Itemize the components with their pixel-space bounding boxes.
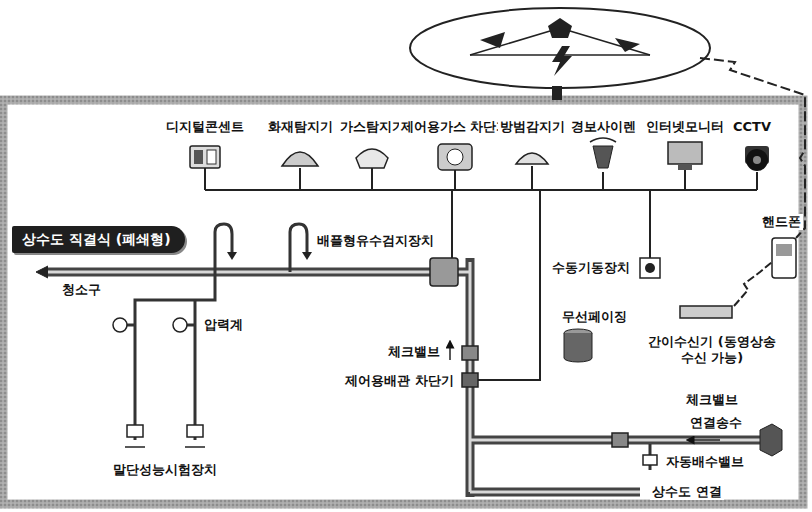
part-label: 체크밸브 [684, 392, 740, 408]
wireless-link [734, 262, 772, 306]
part-label: 자동배수밸브 [664, 454, 746, 470]
part-label: 무선페이징 [560, 309, 629, 325]
device-label: 디지털콘센트 [164, 119, 246, 135]
device-icons [190, 138, 769, 171]
wireless-link [700, 58, 805, 238]
housing-frame [3, 100, 803, 504]
device-label: 화재탐지기 [266, 119, 335, 135]
device-label: CCTV [731, 119, 773, 135]
device-label: 인터넷모니터 [644, 119, 726, 135]
system-type-band: 상수도 직결식 (폐쇄형) [12, 226, 185, 253]
device-label: 방범감지기 [498, 119, 567, 135]
device-label: 가스탐지기 [338, 119, 407, 135]
part-label: 상수도 연결 [650, 484, 724, 500]
part-label: 간이수신기 (동영상송수신 가능) [640, 334, 784, 365]
part-label: 체크밸브 [386, 344, 442, 360]
device-label: 제어용가스 차단기 [399, 119, 512, 135]
part-label: 배플형유수검지장치 [315, 233, 436, 249]
network-cloud [410, 8, 710, 100]
part-label: 압력계 [202, 317, 245, 333]
device-label: 핸드폰 [760, 214, 803, 230]
device-label: 경보사이렌 [569, 119, 638, 135]
part-label: 연결송수 [688, 415, 744, 431]
part-label: 제어용배관 차단기 [343, 373, 456, 389]
part-label: 수동기동장치 [550, 260, 632, 276]
band-heading: 상수도 직결식 (폐쇄형) [22, 231, 175, 248]
part-label: 말단성능시험장치 [111, 462, 219, 478]
part-label: 청소구 [60, 282, 103, 298]
